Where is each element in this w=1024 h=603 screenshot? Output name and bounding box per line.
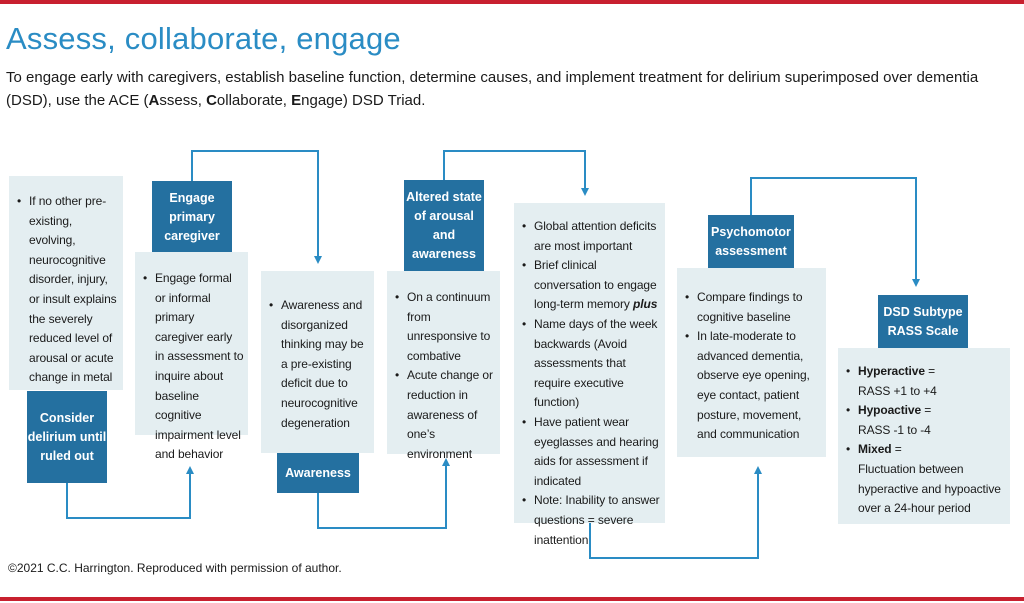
top-rule bbox=[0, 0, 1024, 4]
altered-state-list: On a continuum from unresponsive to comb… bbox=[387, 271, 500, 464]
attention-box: Global attention deficits are most impor… bbox=[514, 203, 665, 547]
subtype-hyperactive-eq: = bbox=[924, 364, 936, 378]
intro-text: To engage early with caregivers, establi… bbox=[6, 66, 1018, 112]
awareness-label: Awareness bbox=[277, 453, 359, 493]
psychomotor-item-2: In late-moderate to advanced dementia, o… bbox=[685, 327, 822, 445]
engage-caregiver-list: Engage formal or informal primary caregi… bbox=[135, 252, 248, 465]
subtype-hypoactive: Hypoactive = RASS -1 to -4 bbox=[846, 401, 1006, 440]
awareness-box: Awareness and disorganized thinking may … bbox=[261, 271, 374, 453]
consider-delirium-box: If no other pre-existing, evolving, neur… bbox=[9, 176, 123, 404]
subtype-mixed-name: Mixed bbox=[858, 442, 892, 457]
subtype-hypoactive-eq: = bbox=[921, 403, 932, 418]
psychomotor-label: Psychomotor assessment bbox=[708, 215, 794, 269]
attention-item-1: Global attention deficits are most impor… bbox=[522, 217, 661, 256]
attention-item-3: Name days of the week backwards (Avoid a… bbox=[522, 315, 661, 413]
attention-item-2: Brief clinical conversation to engage lo… bbox=[522, 256, 661, 315]
subtype-mixed: Mixed = Fluctuation between hyperactive a… bbox=[846, 440, 1006, 518]
bottom-rule bbox=[0, 597, 1024, 601]
subtype-hyperactive: Hyperactive = RASS +1 to +4 bbox=[846, 362, 1006, 401]
page-title: Assess, collaborate, engage bbox=[6, 21, 401, 56]
dsd-subtype-label: DSD Subtype RASS Scale bbox=[878, 295, 968, 349]
intro-part-1: To engage early with caregivers, establi… bbox=[6, 69, 979, 109]
intro-c-bold: C bbox=[206, 92, 217, 109]
altered-state-box: On a continuum from unresponsive to comb… bbox=[387, 271, 500, 461]
dsd-subtype-list: Hyperactive = RASS +1 to +4 Hypoactive = R… bbox=[838, 348, 1010, 519]
arrow-consider-to-engage bbox=[66, 466, 194, 519]
awareness-item: Awareness and disorganized thinking may … bbox=[269, 296, 370, 433]
psychomotor-item-1: Compare findings to cognitive baseline bbox=[685, 288, 822, 327]
altered-state-item-2: Acute change or reduction in awareness o… bbox=[395, 366, 496, 464]
attention-item-2-text: Brief clinical conversation to engage lo… bbox=[534, 258, 657, 312]
consider-delirium-item: If no other pre-existing, evolving, neur… bbox=[17, 192, 117, 408]
attention-item-5: Note: Inability to answer questions = se… bbox=[522, 491, 661, 550]
subtype-hypoactive-name: Hypoactive bbox=[858, 403, 922, 418]
arrow-awareness-to-altered bbox=[317, 458, 450, 529]
arrow-altered-to-attention bbox=[443, 150, 589, 196]
subtype-mixed-eq: = bbox=[891, 442, 902, 457]
attention-item-4: Have patient wear eyeglasses and hearing… bbox=[522, 413, 661, 491]
intro-c-rest: ollaborate, bbox=[216, 92, 292, 109]
arrow-psychomotor-to-subtype bbox=[750, 177, 920, 287]
engage-caregiver-item: Engage formal or informal primary caregi… bbox=[143, 269, 244, 465]
subtype-mixed-desc: Fluctuation between hyperactive and hypo… bbox=[858, 461, 1001, 516]
subtype-hypoactive-desc: RASS -1 to -4 bbox=[858, 422, 931, 437]
attention-item-2-plus: plus bbox=[633, 297, 658, 312]
arrow-engage-to-awareness bbox=[191, 150, 322, 264]
engage-caregiver-box: Engage formal or informal primary caregi… bbox=[135, 252, 248, 461]
copyright-text: ©2021 C.C. Harrington. Reproduced with p… bbox=[8, 561, 342, 575]
altered-state-item-1: On a continuum from unresponsive to comb… bbox=[395, 288, 496, 366]
subtype-hyperactive-name: Hyperactive bbox=[858, 364, 925, 378]
altered-state-label: Altered state of arousal and awareness bbox=[404, 180, 484, 272]
intro-e-bold: E bbox=[291, 92, 302, 109]
psychomotor-box: Compare findings to cognitive baseline I… bbox=[677, 268, 826, 457]
intro-a-bold: A bbox=[148, 92, 160, 109]
psychomotor-list: Compare findings to cognitive baseline I… bbox=[677, 268, 826, 445]
subtype-hyperactive-desc: RASS +1 to +4 bbox=[858, 383, 937, 398]
intro-a-rest: ssess, bbox=[159, 92, 207, 109]
consider-delirium-list: If no other pre-existing, evolving, neur… bbox=[9, 176, 123, 408]
engage-caregiver-label: Engage primary caregiver bbox=[152, 181, 232, 253]
awareness-list: Awareness and disorganized thinking may … bbox=[261, 271, 374, 433]
consider-delirium-label: Consider delirium until ruled out bbox=[27, 391, 107, 483]
intro-e-rest: ngage) DSD Triad. bbox=[301, 92, 426, 109]
dsd-subtype-box: Hyperactive = RASS +1 to +4 Hypoactive = R… bbox=[838, 348, 1010, 524]
attention-list: Global attention deficits are most impor… bbox=[514, 203, 665, 550]
